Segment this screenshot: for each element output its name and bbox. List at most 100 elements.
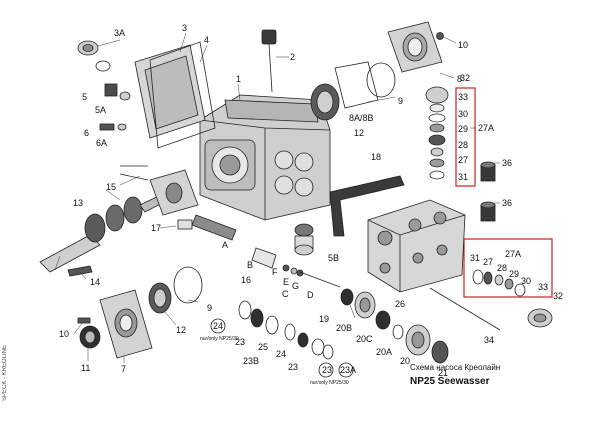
plug-36-b: [480, 201, 496, 222]
label-s27: 27: [483, 257, 493, 267]
bracket-18: [329, 175, 405, 237]
label-4: 4: [204, 35, 209, 45]
label-15: 15: [106, 182, 116, 192]
label-F: F: [272, 267, 278, 277]
label-5: 5: [82, 92, 87, 102]
stud-bolt-34: [429, 287, 501, 331]
label-s31: 31: [470, 253, 480, 263]
manifold-head: [367, 199, 466, 293]
label-3: 3: [182, 23, 187, 33]
label-3a: 3A: [114, 28, 125, 38]
oring-9-top: [366, 62, 396, 98]
label-6a: 6A: [96, 138, 107, 148]
screws-5-6: [99, 83, 131, 131]
label-36a: 36: [502, 158, 512, 168]
label-s32: 32: [553, 291, 563, 301]
label-23-circled: 23: [322, 365, 332, 375]
label-A: A: [222, 240, 228, 250]
label-20: 20: [400, 356, 410, 366]
badge-23a: [338, 362, 354, 378]
label-12b: 12: [176, 325, 186, 335]
label-r28: 28: [458, 140, 468, 150]
label-r33: 33: [458, 92, 468, 102]
diagram-caption: Схема насоса Креолайн: [410, 363, 501, 372]
label-C: C: [282, 289, 289, 299]
label-10b: 10: [59, 329, 69, 339]
label-13: 13: [73, 198, 83, 208]
flange-8: [387, 21, 443, 73]
label-19: 19: [319, 314, 329, 324]
valve-assembly-labels: 27A 31 27 28 29 30 33 32: [470, 249, 563, 301]
highlight-box-valve-assembly: [463, 238, 553, 298]
oring-9-bottom: [173, 266, 203, 304]
label-16: 16: [241, 275, 251, 285]
bearing-12-bottom: [148, 282, 172, 314]
part-labels: 1 2 3 3A 4 5 5A 5B 6 6A 7 8 8A/8B 9 9 10…: [59, 23, 512, 386]
label-8: 8: [457, 74, 462, 84]
label-23: 23: [235, 337, 245, 347]
seal-5b: [294, 223, 314, 256]
valve-assembly-right: [472, 269, 526, 297]
label-B: B: [247, 260, 253, 270]
label-10a: 10: [458, 40, 468, 50]
dipstick: [261, 29, 277, 93]
label-23a: 23A: [340, 365, 356, 375]
label-34: 34: [484, 335, 494, 345]
label-25: 25: [258, 342, 268, 352]
bearing-cover-15: [149, 169, 199, 216]
rings-lower-left: [238, 300, 334, 360]
label-26: 26: [395, 299, 405, 309]
label-6: 6: [84, 128, 89, 138]
label-2: 2: [290, 52, 295, 62]
label-36b: 36: [502, 198, 512, 208]
label-r27a: 27A: [478, 123, 494, 133]
plunger-rod: [177, 214, 341, 288]
label-21: 21: [438, 368, 448, 378]
valve-stack-top: [425, 86, 449, 180]
label-20c: 20C: [356, 334, 373, 344]
badge-24: [210, 318, 226, 334]
rear-flange: [99, 289, 153, 359]
diagram-title: NP25 Seewasser: [410, 376, 490, 387]
label-1: 1: [236, 74, 241, 84]
label-24b: 24: [276, 349, 286, 359]
seal-stack: [340, 288, 449, 364]
highlight-box-valve-stack: [455, 87, 476, 187]
label-s27a: 27A: [505, 249, 521, 259]
label-23c: 23: [288, 362, 298, 372]
label-E: E: [283, 277, 289, 287]
label-17: 17: [151, 223, 161, 233]
crankshaft: [39, 187, 179, 273]
label-s33: 33: [538, 282, 548, 292]
plug-3a: [77, 40, 111, 72]
valve-stack-labels: 32 33 30 29 28 27 31 27A: [458, 73, 494, 182]
plug-36-a: [480, 161, 496, 182]
label-23b: 23B: [243, 356, 259, 366]
label-D: D: [307, 290, 314, 300]
pump-housing: [199, 94, 331, 221]
label-r31: 31: [458, 172, 468, 182]
label-5a: 5A: [95, 105, 106, 115]
screws-15: [119, 165, 149, 181]
label-18: 18: [371, 152, 381, 162]
screw-10-bottom: [77, 317, 91, 324]
note-24: nur/only NP25/30: [200, 336, 239, 342]
label-s30: 30: [521, 276, 531, 286]
label-s29: 29: [509, 269, 519, 279]
label-20a: 20A: [376, 347, 392, 357]
label-11: 11: [81, 363, 90, 373]
label-20b: 20B: [336, 323, 352, 333]
label-r32: 32: [460, 73, 470, 83]
label-7: 7: [121, 364, 126, 374]
cover-plate: [134, 41, 216, 149]
label-8a: 8A/8B: [349, 113, 374, 123]
note-23a: nur/only NP25/30: [310, 380, 349, 386]
leader-lines: [54, 32, 500, 363]
label-s28: 28: [497, 263, 507, 273]
label-14: 14: [90, 277, 100, 287]
label-9a: 9: [398, 96, 403, 106]
badge-23-circled: [318, 362, 334, 378]
plug-32-bottom: [527, 308, 553, 328]
label-r29: 29: [458, 124, 468, 134]
